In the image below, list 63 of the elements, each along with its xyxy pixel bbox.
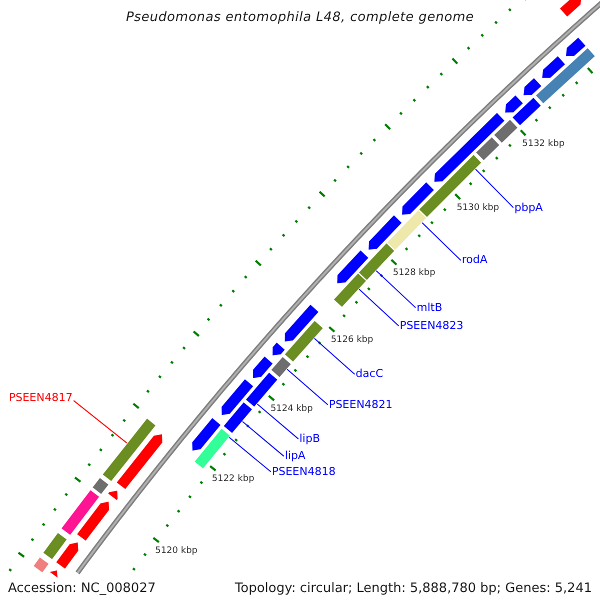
leader-line (358, 288, 400, 326)
gene-feature (540, 54, 567, 80)
gene-feature (101, 416, 158, 483)
gene-feature (191, 416, 222, 452)
gene-feature (271, 340, 286, 357)
gene-feature (270, 355, 292, 379)
tick-label: 5126 kbp (330, 336, 374, 346)
gene-feature (418, 153, 483, 219)
gene-label: pbpA (514, 202, 543, 213)
gene-feature (75, 500, 110, 542)
leader-line (376, 270, 416, 308)
gene-feature (433, 111, 506, 184)
gene-feature (332, 272, 368, 309)
gene-feature (492, 118, 520, 144)
tick-label: 5132 kbp (522, 140, 565, 149)
gene-feature (504, 94, 525, 114)
gene-label: lipB (299, 432, 320, 444)
gene-feature (60, 488, 101, 537)
gene-feature (42, 531, 68, 561)
gene-label: PSEEN4818 (272, 466, 336, 477)
gene-feature (534, 46, 597, 105)
gene-label: mltB (416, 302, 442, 313)
gene-feature (48, 568, 59, 580)
gene-feature (90, 476, 110, 496)
gene-label: PSEEN4821 (328, 398, 393, 410)
leader-line (475, 168, 514, 208)
gene-label: PSEEN4817 (8, 392, 73, 403)
gene-feature (32, 556, 50, 574)
tick-label: 5130 kbp (456, 204, 500, 213)
gene-feature (474, 136, 501, 162)
gene-feature (283, 319, 324, 364)
genome-info-text: Topology: circular; Length: 5,888,780 bp; Genes: 5,241 (234, 582, 592, 595)
tick-label: 5128 kbp (392, 269, 436, 278)
gene-feature (564, 36, 588, 58)
gene-label: PSEEN4823 (400, 320, 464, 331)
gene-feature (220, 378, 255, 416)
gene-feature (54, 540, 80, 570)
gene-label: dacC (356, 368, 384, 380)
gene-feature (386, 208, 428, 252)
gene-feature (367, 214, 404, 251)
title: Pseudomonas entomophila L48, complete genome (124, 11, 476, 24)
leader-line (256, 403, 299, 440)
gene-feature (192, 427, 232, 470)
gene-feature (558, 0, 583, 18)
leader-line (242, 421, 284, 457)
leader-line (286, 368, 328, 406)
leader-line (422, 222, 462, 261)
leader-line (73, 400, 128, 444)
tick-label: 5120 kbp (155, 547, 198, 556)
gene-label: lipA (284, 450, 306, 462)
tick-label: 5122 kbp (212, 475, 254, 484)
gene-feature (106, 489, 119, 502)
leader-line (228, 436, 272, 472)
gene-feature (336, 248, 370, 285)
gene-feature (115, 432, 164, 491)
gene-feature (222, 400, 254, 435)
gene-feature (284, 302, 320, 343)
accession-label: Accession: NC_008027 (8, 582, 156, 595)
gene-feature (252, 354, 274, 380)
tick-label: 5124 kbp (270, 405, 313, 414)
gene-label: rodA (462, 254, 488, 266)
gene-feature (400, 180, 436, 216)
leader-line (314, 338, 356, 375)
